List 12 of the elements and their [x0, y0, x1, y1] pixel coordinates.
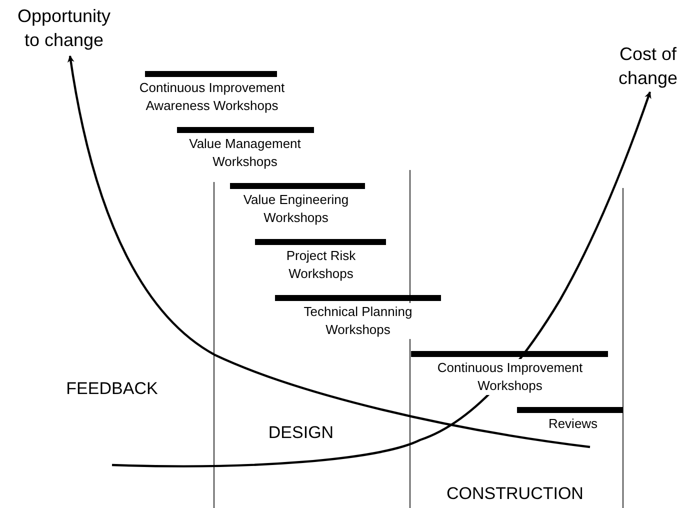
- phase-label: FEEDBACK: [65, 378, 159, 400]
- curved-arrow: [112, 91, 652, 468]
- activity-label: Reviews: [547, 415, 599, 433]
- activity-label: Value Management Workshops: [188, 135, 302, 171]
- phase-label: CONSTRUCTION: [446, 483, 584, 505]
- curved-arrow: [68, 55, 590, 448]
- activity-label: Value Engineering Workshops: [242, 191, 350, 227]
- phase-label: DESIGN: [267, 422, 335, 444]
- activity-label: Project Risk Workshops: [285, 247, 357, 283]
- activity-label: Continuous Improvement Awareness Workshops: [138, 79, 286, 115]
- axis-title: Cost of change: [608, 42, 688, 90]
- axis-title: Opportunity to change: [8, 4, 120, 52]
